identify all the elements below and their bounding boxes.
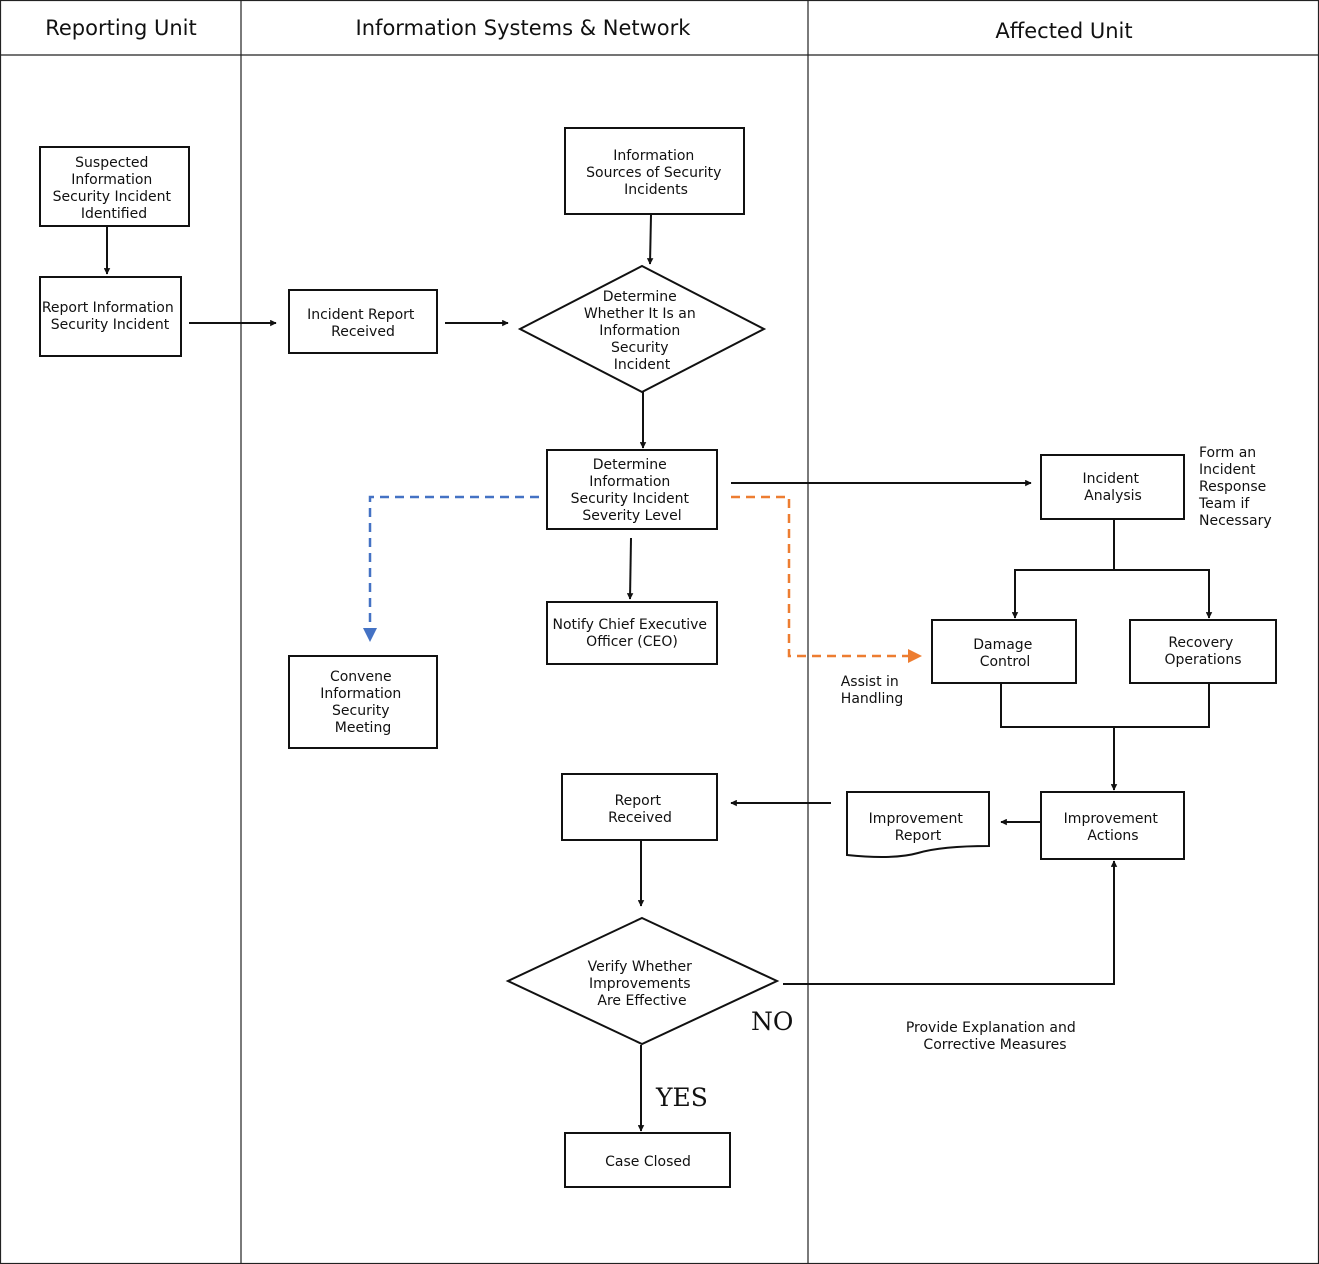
document-improvement-report: Improvement Report	[846, 791, 990, 859]
node-information-sources: Information Sources of Security Incident…	[564, 127, 745, 215]
report-received-line-2: Received	[608, 810, 672, 826]
decision-verify-improvements: Verify Whether Improvements Are Effectiv…	[505, 916, 780, 1046]
arrow-severity-to-ceo	[626, 537, 634, 600]
svg-text:Incident Report Received: Incident Report Received	[307, 307, 419, 340]
improvement-report-line-1: Improvement	[869, 811, 964, 827]
incident-report-received-line-1: Incident Report	[307, 307, 415, 323]
svg-text:Report Received: Report Received	[608, 793, 672, 826]
svg-text:Verify Whether Improveme: Verify Whether Improvements Are Effectiv…	[588, 959, 697, 1009]
svg-text:Convene Information: Convene Information Security Meeting	[320, 669, 406, 736]
svg-text:Improvement Report: Improvement Report	[869, 811, 968, 844]
verify-line-3: Are Effective	[597, 993, 686, 1009]
svg-text:Improvement Actions: Improvement Actions	[1064, 811, 1163, 844]
dashed-arrow-severity-to-damage	[731, 495, 908, 658]
notify-ceo-line-1: Notify Chief Executive	[553, 617, 708, 633]
svg-text:Recovery Operations: Recovery Operations	[1165, 635, 1242, 668]
determine-incident-line-3: Information	[599, 323, 680, 339]
svg-text:Incident Analysis: Incident Analysis	[1083, 471, 1144, 504]
annotation-form-team: Form an Incident Response Team if Necess…	[1198, 445, 1272, 529]
svg-text:Damage Control: Damage Control	[973, 637, 1037, 670]
info-sources-line-3: Incidents	[624, 182, 688, 198]
damage-control-line-1: Damage	[973, 637, 1032, 653]
incident-report-received-line-2: Received	[331, 324, 395, 340]
dashed-arrow-severity-to-convene	[368, 495, 539, 628]
recovery-line-2: Operations	[1165, 652, 1242, 668]
svg-text:Report Information Secur: Report Information Security Incident	[42, 300, 178, 333]
orange-arrowhead	[908, 649, 922, 663]
arrow-analysis-to-damage	[1011, 519, 1115, 619]
node-recovery-operations: Recovery Operations	[1129, 619, 1277, 684]
arrow-verify-no-to-actions	[783, 860, 1118, 985]
node-severity-level: Determine Information Security Incident …	[546, 449, 718, 530]
node-report-received: Report Received	[561, 773, 718, 841]
node-report-incident: Report Information Security Incident	[39, 276, 182, 357]
convene-line-3: Security	[332, 703, 390, 719]
severity-line-2: Information	[589, 474, 670, 490]
svg-text:Notify Chief Executive O: Notify Chief Executive Officer (CEO)	[553, 617, 712, 650]
node-suspected-incident: Suspected Information Security Incident …	[39, 146, 190, 227]
improvement-report-line-2: Report	[895, 828, 942, 844]
arrow-sources-to-determine	[646, 214, 654, 265]
report-incident-line-2: Security Incident	[51, 317, 170, 333]
convene-line-2: Information	[320, 686, 401, 702]
damage-control-line-2: Control	[980, 654, 1031, 670]
svg-text:Determine Whether It Is: Determine Whether It Is an Information S…	[584, 289, 700, 373]
decision-determine-incident: Determine Whether It Is an Information S…	[517, 264, 767, 394]
improvement-actions-line-1: Improvement	[1064, 811, 1159, 827]
suspected-line-4: Identified	[81, 206, 147, 222]
node-incident-report-received: Incident Report Received	[288, 289, 438, 354]
incident-analysis-line-2: Analysis	[1084, 488, 1142, 504]
convene-line-1: Convene	[330, 669, 392, 685]
suspected-line-2: Information	[71, 172, 152, 188]
lane-title-information-systems: Information Systems & Network	[356, 16, 692, 40]
incident-analysis-line-1: Incident	[1083, 471, 1140, 487]
lane-title-affected-unit: Affected Unit	[995, 19, 1132, 43]
determine-incident-line-5: Incident	[614, 357, 671, 373]
svg-text:Suspected Information: Suspected Information Security Incident …	[53, 155, 176, 222]
convene-line-4: Meeting	[335, 720, 391, 736]
node-convene-meeting: Convene Information Security Meeting	[288, 655, 438, 749]
suspected-line-3: Security Incident	[53, 189, 172, 205]
info-sources-line-1: Information	[613, 148, 694, 164]
recovery-line-1: Recovery	[1168, 635, 1233, 651]
lane-title-reporting-unit: Reporting Unit	[45, 16, 197, 40]
notify-ceo-line-2: Officer (CEO)	[586, 634, 678, 650]
merge-damage-recovery	[1000, 683, 1210, 728]
improvement-actions-line-2: Actions	[1087, 828, 1138, 844]
svg-text:Determine Information: Determine Information Security Incident …	[571, 457, 694, 524]
arrow-analysis-to-recovery	[1114, 569, 1213, 619]
svg-text:Information Sources of S: Information Sources of Security Incident…	[586, 148, 726, 198]
node-damage-control: Damage Control	[931, 619, 1077, 684]
severity-line-1: Determine	[593, 457, 667, 473]
annotation-assist-in-handling: Assist in Handling	[841, 674, 904, 707]
dashed-connectors	[363, 495, 922, 663]
determine-incident-line-1: Determine	[603, 289, 677, 305]
info-sources-line-2: Sources of Security	[586, 165, 721, 181]
node-improvement-actions: Improvement Actions	[1040, 791, 1185, 860]
determine-incident-line-4: Security	[611, 340, 669, 356]
node-incident-analysis: Incident Analysis	[1040, 454, 1185, 520]
annotation-provide-explanation: Provide Explanation and Corrective Measu…	[906, 1020, 1080, 1053]
verify-line-2: Improvements	[589, 976, 690, 992]
node-notify-ceo: Notify Chief Executive Officer (CEO)	[546, 601, 718, 665]
verify-line-1: Verify Whether	[588, 959, 692, 975]
node-case-closed: Case Closed	[564, 1132, 731, 1188]
svg-text:Case Closed: Case Closed	[605, 1154, 691, 1170]
case-closed-label: Case Closed	[605, 1154, 691, 1170]
label-yes: YES	[655, 1083, 708, 1112]
report-received-line-1: Report	[615, 793, 662, 809]
connectors	[103, 214, 1213, 1132]
severity-line-3: Security Incident	[571, 491, 690, 507]
label-no: NO	[751, 1007, 793, 1036]
determine-incident-line-2: Whether It Is an	[584, 306, 696, 322]
suspected-line-1: Suspected	[75, 155, 148, 171]
blue-arrowhead	[363, 628, 377, 642]
report-incident-line-1: Report Information	[42, 300, 174, 316]
severity-line-4: Severity Level	[582, 508, 681, 524]
